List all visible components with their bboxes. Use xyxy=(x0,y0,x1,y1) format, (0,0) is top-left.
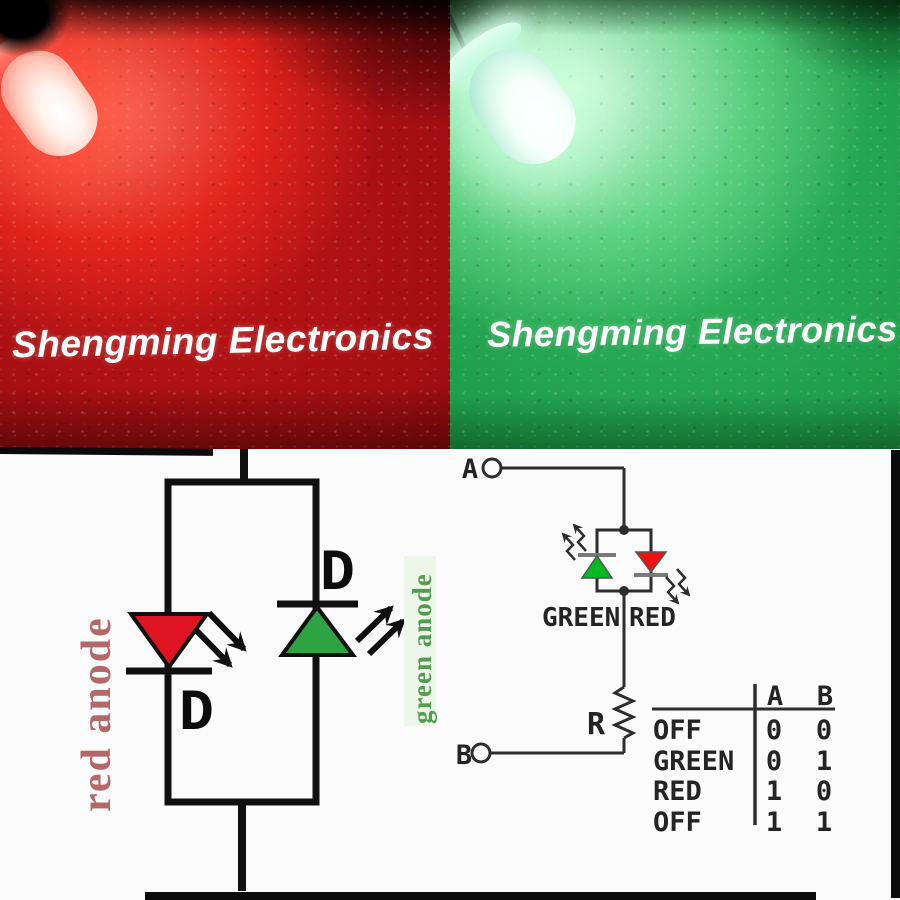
green-anode-label: green anode xyxy=(407,573,437,724)
table-row-state: OFF xyxy=(653,715,702,746)
table-cell-a: 1 xyxy=(766,776,782,807)
table-col-b: B xyxy=(817,681,833,712)
terminal-b-node xyxy=(470,742,492,764)
red-led-label: RED xyxy=(629,603,676,633)
table-row-state: RED xyxy=(653,776,702,807)
table-row-state: GREEN xyxy=(653,746,734,777)
red-anode-label: red anode xyxy=(74,616,120,812)
sparkle-arrow xyxy=(676,568,691,597)
truth-table: A B OFF 0 0 GREEN 0 1 RED 1 0 OFF 1 1 xyxy=(652,681,835,838)
light-arrow xyxy=(206,610,247,652)
table-cell-b: 0 xyxy=(816,715,832,746)
terminal-a-label: A xyxy=(462,454,478,485)
right-drive-circuit: A GREEN RED R B xyxy=(456,454,691,771)
light-arrow xyxy=(192,626,233,668)
circuit-green-led xyxy=(580,554,614,579)
light-arrow xyxy=(366,618,406,657)
green-led-label: GREEN xyxy=(542,603,620,633)
dark-corner xyxy=(0,0,70,57)
resistor-label: R xyxy=(587,707,606,742)
green-anode-label-bg xyxy=(404,556,436,726)
sparkle-arrow xyxy=(561,532,576,561)
table-cell-b: 0 xyxy=(816,776,832,807)
table-row-state: OFF xyxy=(653,807,702,838)
terminal-a-node xyxy=(481,457,503,479)
red-led-photo xyxy=(0,0,450,449)
table-cell-b: 1 xyxy=(816,807,832,838)
left-parallel-led-diagram: D D red anode green anode xyxy=(74,449,437,891)
table-cell-a: 0 xyxy=(766,746,782,777)
red-led-triangle xyxy=(127,612,211,671)
table-cell-a: 1 xyxy=(766,807,782,838)
green-led-symbol: D xyxy=(277,542,406,657)
resistor-symbol xyxy=(611,685,637,740)
red-diode-label: D xyxy=(179,682,214,747)
frame-bar-bottom xyxy=(145,892,816,900)
table-cell-a: 0 xyxy=(766,715,782,746)
green-diode-label: D xyxy=(320,542,355,607)
red-led-symbol: D xyxy=(126,610,247,747)
frame-bar-right xyxy=(891,450,900,898)
table-cell-b: 1 xyxy=(816,746,832,777)
light-arrow xyxy=(354,605,394,644)
sparkle-arrow xyxy=(665,576,680,605)
table-col-a: A xyxy=(767,681,783,712)
green-led-photo xyxy=(450,0,900,449)
terminal-b-label: B xyxy=(456,740,472,771)
sparkle-arrow xyxy=(572,523,587,552)
circuit-red-led xyxy=(634,551,668,574)
green-led-triangle xyxy=(278,603,357,657)
